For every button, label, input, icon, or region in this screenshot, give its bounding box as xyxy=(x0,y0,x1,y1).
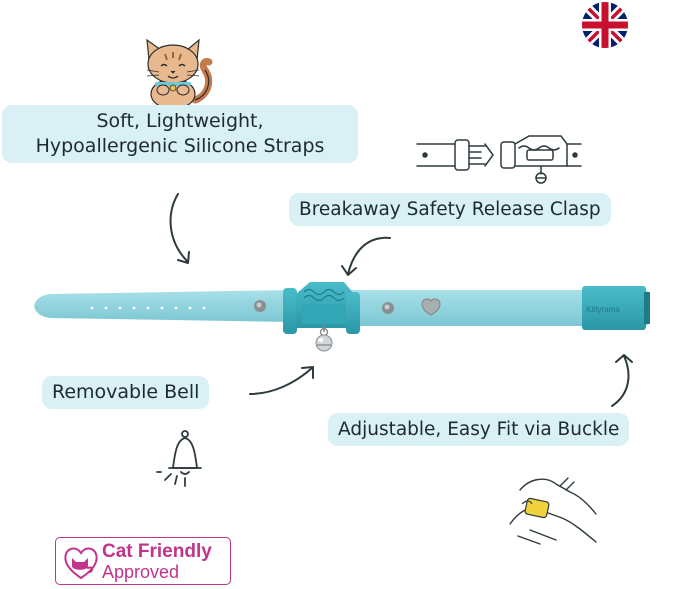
feature-label-straps: Soft, Lightweight, Hypoallergenic Silico… xyxy=(2,105,358,163)
clasp-diagram-icon xyxy=(416,135,582,184)
feature-label-bell: Removable Bell xyxy=(42,376,210,409)
cat-illustration xyxy=(146,38,213,110)
feature-label-straps-line2: Hypoallergenic Silicone Straps xyxy=(35,135,325,157)
cat-heart-icon xyxy=(64,547,98,580)
hand-buckle-icon xyxy=(509,477,597,545)
badge-title: Cat Friendly xyxy=(102,541,212,562)
feature-label-straps-line1: Soft, Lightweight, xyxy=(96,110,264,132)
badge-subtitle: Approved xyxy=(102,562,180,582)
cat-friendly-badge: Cat Friendly Approved xyxy=(55,537,231,585)
uk-flag-icon xyxy=(582,2,628,48)
bell-icon xyxy=(156,430,202,487)
arrow-to-clasp-icon xyxy=(341,236,391,276)
feature-label-clasp: Breakaway Safety Release Clasp xyxy=(289,193,611,226)
arrow-to-bell-icon xyxy=(249,366,314,395)
buckle-brand-text: Kittyrama xyxy=(586,305,620,314)
collar-product-image: Kittyrama xyxy=(34,282,650,352)
arrow-to-buckle-icon xyxy=(611,354,633,407)
arrow-to-strap-icon xyxy=(169,193,190,264)
feature-label-buckle: Adjustable, Easy Fit via Buckle xyxy=(328,413,630,446)
